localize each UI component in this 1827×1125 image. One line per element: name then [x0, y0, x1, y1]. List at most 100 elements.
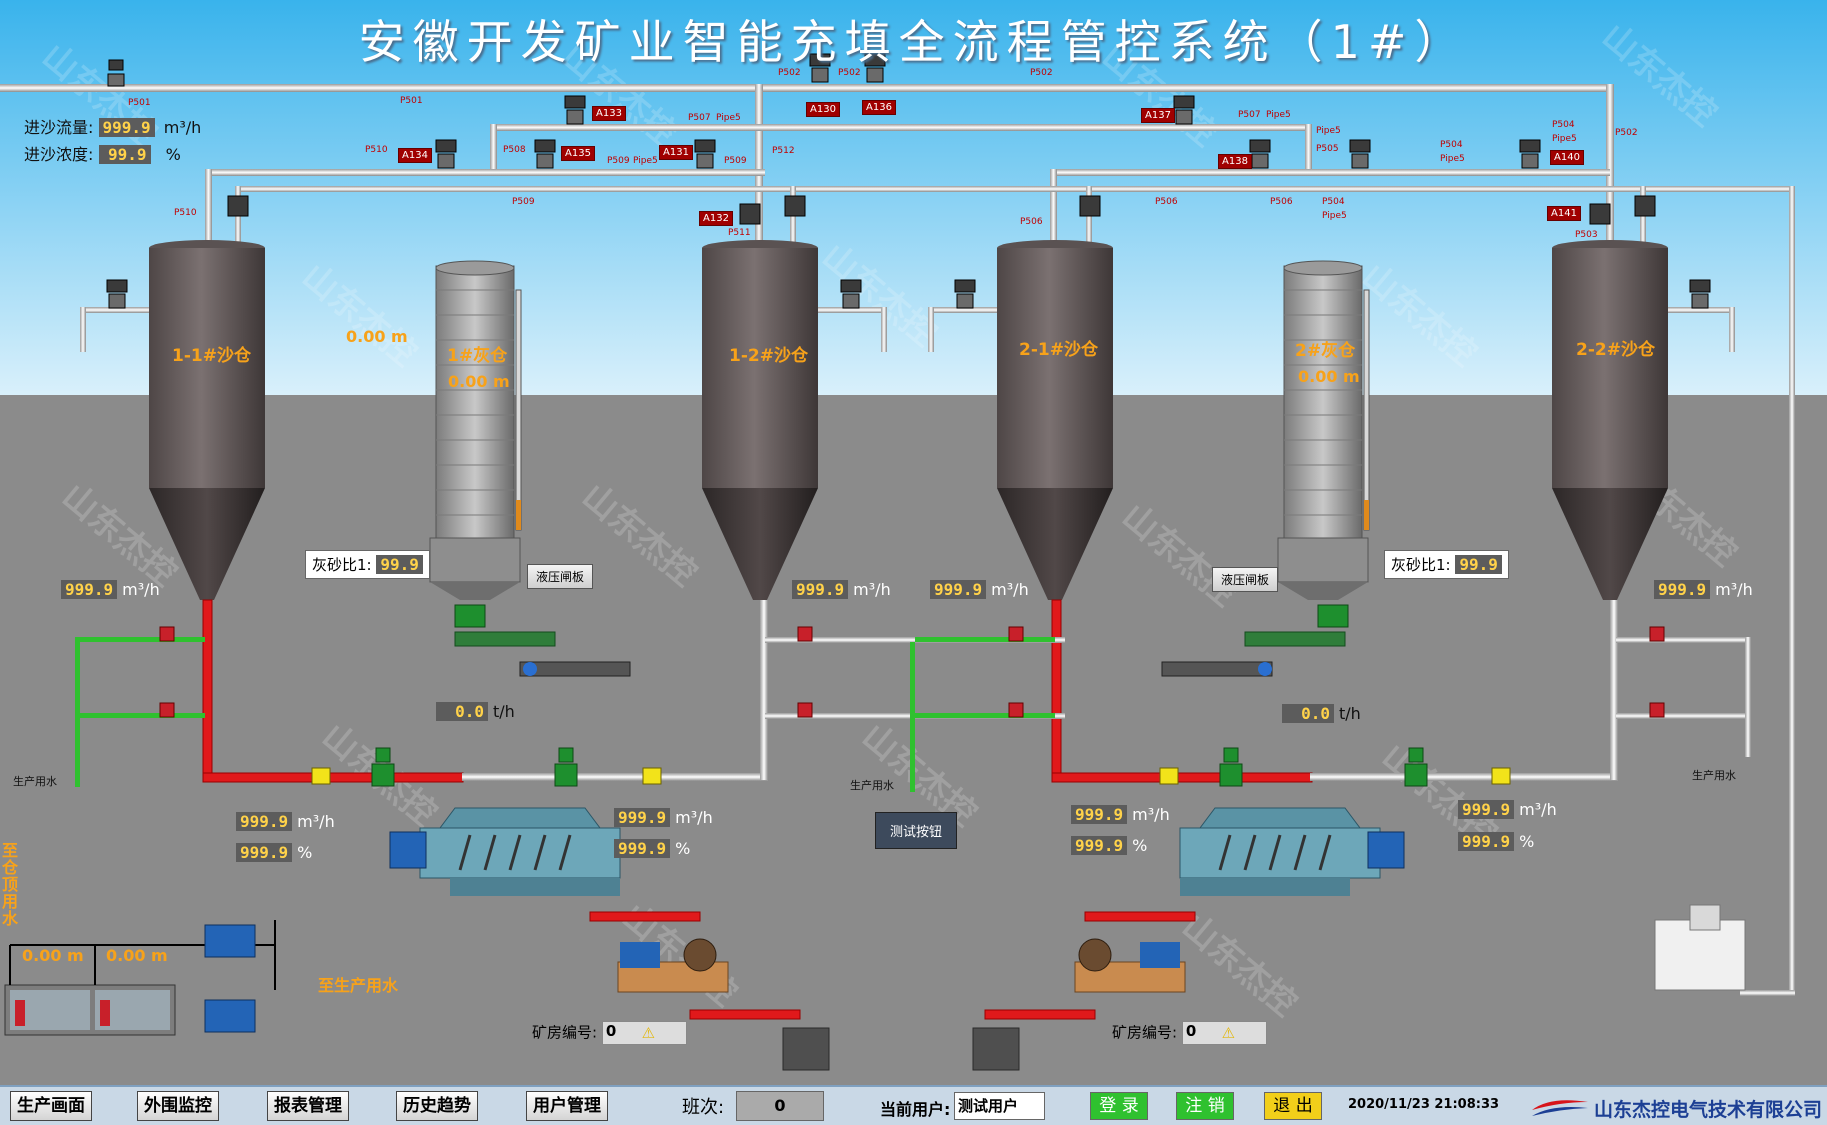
- right-tank-level: 0.00 m: [106, 946, 168, 965]
- valve-tag[interactable]: A135: [561, 146, 595, 161]
- inflow-density-label: 进沙浓度:: [24, 145, 94, 164]
- pipe-tag: P505: [1316, 144, 1339, 154]
- current-user-field: 测试用户: [954, 1092, 1045, 1120]
- nav-peripheral-button[interactable]: 外围监控: [137, 1091, 219, 1121]
- ash-sand-ratio-1-value[interactable]: 99.9: [376, 555, 423, 574]
- sand-silo-1-1: [149, 240, 265, 600]
- line-2-flow-value: 999.9: [614, 808, 671, 827]
- pipe-tag: P506: [1155, 197, 1178, 207]
- pipe-tag: P510: [365, 145, 388, 155]
- ash-sand-ratio-2[interactable]: 灰砂比1: 99.9: [1384, 550, 1509, 579]
- production-water-label-1: 生产用水: [13, 775, 57, 788]
- valve-tag[interactable]: A133: [592, 106, 626, 121]
- pump-1: [617, 938, 729, 993]
- ash-sand-ratio-2-label: 灰砂比1:: [1391, 556, 1451, 574]
- valve-tag[interactable]: A131: [659, 145, 693, 160]
- pipe-tag: Pipe5: [1322, 211, 1347, 221]
- line-3-density-value: 999.9: [1071, 836, 1128, 855]
- silo-side-pipes: [80, 307, 1735, 352]
- valve-tag[interactable]: A134: [398, 148, 432, 163]
- company-name: 山东杰控电气技术有限公司: [1594, 1099, 1823, 1121]
- mine-boxes: [782, 1027, 1020, 1071]
- sand-silo-1-2: [702, 240, 818, 600]
- ash-sand-ratio-1[interactable]: 灰砂比1: 99.9: [305, 550, 430, 579]
- ash-silo-1-level: 0.00 m: [448, 372, 510, 391]
- hydraulic-gate-button-1[interactable]: 液压闸板: [527, 564, 594, 589]
- test-button[interactable]: 测试按钮: [875, 812, 958, 849]
- shift-value: 0: [736, 1091, 824, 1121]
- top-pipes: [0, 84, 1795, 996]
- line-3-density-unit: %: [1132, 836, 1148, 855]
- pipe-tag: P501: [128, 98, 151, 108]
- flowmeters: [311, 767, 1511, 785]
- valve-tag[interactable]: A132: [699, 211, 733, 226]
- nav-users-button[interactable]: 用户管理: [526, 1091, 608, 1121]
- sand-silo-2-1: [997, 240, 1113, 600]
- logout-button[interactable]: 注 销: [1176, 1092, 1234, 1120]
- silo-2-1-flow-unit: m³/h: [991, 580, 1029, 599]
- line-3-flow-unit: m³/h: [1132, 805, 1170, 824]
- silo-2-2-flow-unit: m³/h: [1715, 580, 1753, 599]
- pipe-tag: P509: [512, 197, 535, 207]
- mine-room-2-value[interactable]: 0: [1181, 1021, 1267, 1045]
- to-production-water-label: 至生产用水: [318, 976, 399, 995]
- ash-1-feed-value: 0.0: [436, 702, 488, 721]
- valve-tag[interactable]: A140: [1550, 150, 1584, 165]
- silo-1-1-flow-value: 999.9: [61, 580, 118, 599]
- inflow-density-unit: %: [165, 145, 181, 164]
- silo-2-2-flow-value: 999.9: [1654, 580, 1711, 599]
- nav-production-button[interactable]: 生产画面: [10, 1091, 92, 1121]
- mine-room-1[interactable]: 矿房编号: 0 ⚠: [532, 1021, 687, 1045]
- inflow-flow-label: 进沙流量:: [24, 118, 94, 137]
- mixer-2: [1179, 807, 1405, 896]
- pipe-tag: P504: [1440, 140, 1463, 150]
- valve-tag[interactable]: A141: [1547, 206, 1581, 221]
- ash-2-feed-unit: t/h: [1339, 704, 1361, 723]
- ash-sand-ratio-2-value[interactable]: 99.9: [1455, 555, 1502, 574]
- ash-sand-ratio-1-label: 灰砂比1:: [312, 556, 372, 574]
- valve-tag[interactable]: A137: [1141, 108, 1175, 123]
- ash-1-feed-unit: t/h: [493, 702, 515, 721]
- pipe-tag: P502: [1030, 68, 1053, 78]
- exit-button[interactable]: 退 出: [1264, 1092, 1322, 1120]
- login-button[interactable]: 登 录: [1090, 1092, 1148, 1120]
- ash-1-feed: 0.0 t/h: [436, 702, 515, 721]
- company-logo-icon: [1530, 1096, 1590, 1118]
- silo-1-2-name: 1-2#沙仓: [729, 346, 808, 366]
- mine-room-2-label: 矿房编号:: [1112, 1023, 1178, 1042]
- production-water-label-2: 生产用水: [850, 779, 894, 792]
- slurry-pipes: [202, 599, 1313, 1020]
- production-water-label-3: 生产用水: [1692, 769, 1736, 782]
- red-valves: [159, 626, 1665, 718]
- valve-tag[interactable]: A138: [1218, 154, 1252, 169]
- pipe-tag: P502: [838, 68, 861, 78]
- pipe-tag: P502: [1615, 128, 1638, 138]
- pipe-tag: Pipe5: [716, 113, 741, 123]
- line-4-flow-value: 999.9: [1458, 800, 1515, 819]
- valve-tag[interactable]: A130: [806, 102, 840, 117]
- valve-tag[interactable]: A136: [862, 100, 896, 115]
- inflow-flow-value: 999.9: [98, 118, 155, 137]
- pipe-tag: P506: [1270, 197, 1293, 207]
- line-4-flow-unit: m³/h: [1519, 800, 1557, 819]
- current-user-label: 当前用户:: [880, 1100, 951, 1119]
- silo-1-2-flow-value: 999.9: [792, 580, 849, 599]
- mine-room-2[interactable]: 矿房编号: 0 ⚠: [1112, 1021, 1267, 1045]
- green-valves: [371, 604, 1428, 787]
- pipe-tag: P509: [607, 156, 630, 166]
- valve-icons: [106, 53, 1711, 309]
- pipe-tag: P506: [1020, 217, 1043, 227]
- nav-history-button[interactable]: 历史趋势: [396, 1091, 478, 1121]
- pipe-tag: P502: [778, 68, 801, 78]
- hydraulic-gate-button-2[interactable]: 液压闸板: [1212, 567, 1279, 592]
- silo-2-1-flow-value: 999.9: [930, 580, 987, 599]
- nav-reports-button[interactable]: 报表管理: [267, 1091, 349, 1121]
- silo-2-2-name: 2-2#沙仓: [1576, 340, 1655, 360]
- mine-room-1-value[interactable]: 0: [601, 1021, 687, 1045]
- water-tanks: [4, 920, 276, 1036]
- line-4-density: 999.9%: [1458, 832, 1534, 851]
- pipe-tag: P504: [1552, 120, 1575, 130]
- line-1-density-value: 999.9: [236, 843, 293, 862]
